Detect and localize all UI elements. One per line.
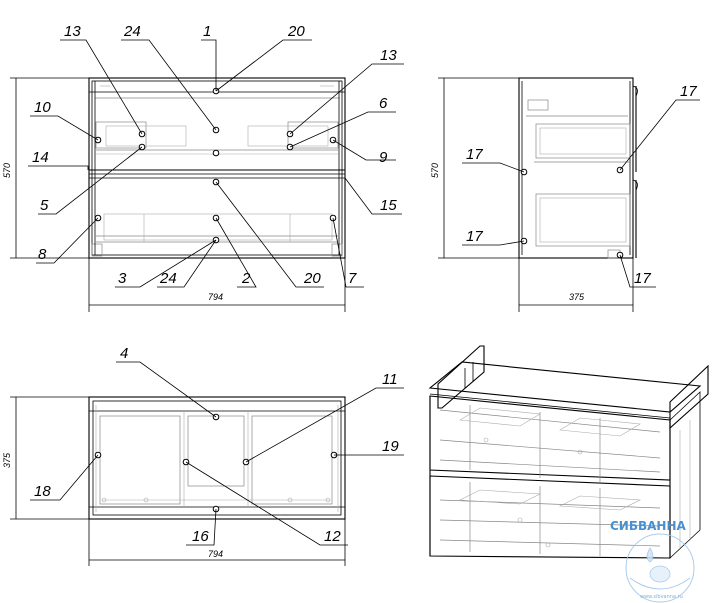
callout-6: 6 xyxy=(379,95,388,112)
watermark-brand: СИБВАННА xyxy=(610,519,687,533)
side-view xyxy=(438,77,700,312)
callout-17-side-right-upper: 17 xyxy=(680,83,697,100)
callout-13-top-right: 13 xyxy=(380,47,397,64)
watermark-url: www.sibvanna.ru xyxy=(640,594,683,600)
watermark-logo xyxy=(625,533,695,603)
callout-17-side-lower: 17 xyxy=(466,228,483,245)
callout-13-top-left: 13 xyxy=(64,23,81,40)
callout-9: 9 xyxy=(379,149,388,166)
front-view xyxy=(10,39,404,312)
isometric-view xyxy=(428,345,709,559)
callout-10: 10 xyxy=(34,99,51,116)
callout-2: 2 xyxy=(241,270,251,287)
callout-12: 12 xyxy=(324,528,341,545)
front-dim-width: 794 xyxy=(208,292,223,302)
callout-17-side-upper: 17 xyxy=(466,146,483,163)
callout-15: 15 xyxy=(380,197,397,214)
callout-24-bottom: 24 xyxy=(159,270,177,287)
callout-11: 11 xyxy=(382,371,398,388)
callout-17-side-right-lower: 17 xyxy=(634,270,651,287)
front-dim-height: 570 xyxy=(2,163,12,178)
callout-20-bottom: 20 xyxy=(303,270,321,287)
side-dim-width: 375 xyxy=(569,292,585,302)
callout-19: 19 xyxy=(382,438,399,455)
callout-4: 4 xyxy=(120,345,128,362)
callout-20-top: 20 xyxy=(287,23,305,40)
callout-14: 14 xyxy=(32,149,49,166)
callout-3: 3 xyxy=(118,270,127,287)
callout-5: 5 xyxy=(40,197,49,214)
top-dim-height: 375 xyxy=(2,452,12,468)
callout-24-top: 24 xyxy=(123,23,141,40)
top-dim-width: 794 xyxy=(208,549,223,559)
callout-18: 18 xyxy=(34,483,51,500)
side-dim-height: 570 xyxy=(430,163,440,178)
callout-16: 16 xyxy=(192,528,209,545)
callout-8: 8 xyxy=(38,246,47,263)
callout-1: 1 xyxy=(203,23,211,40)
callout-7: 7 xyxy=(348,270,357,287)
top-view xyxy=(10,361,404,566)
